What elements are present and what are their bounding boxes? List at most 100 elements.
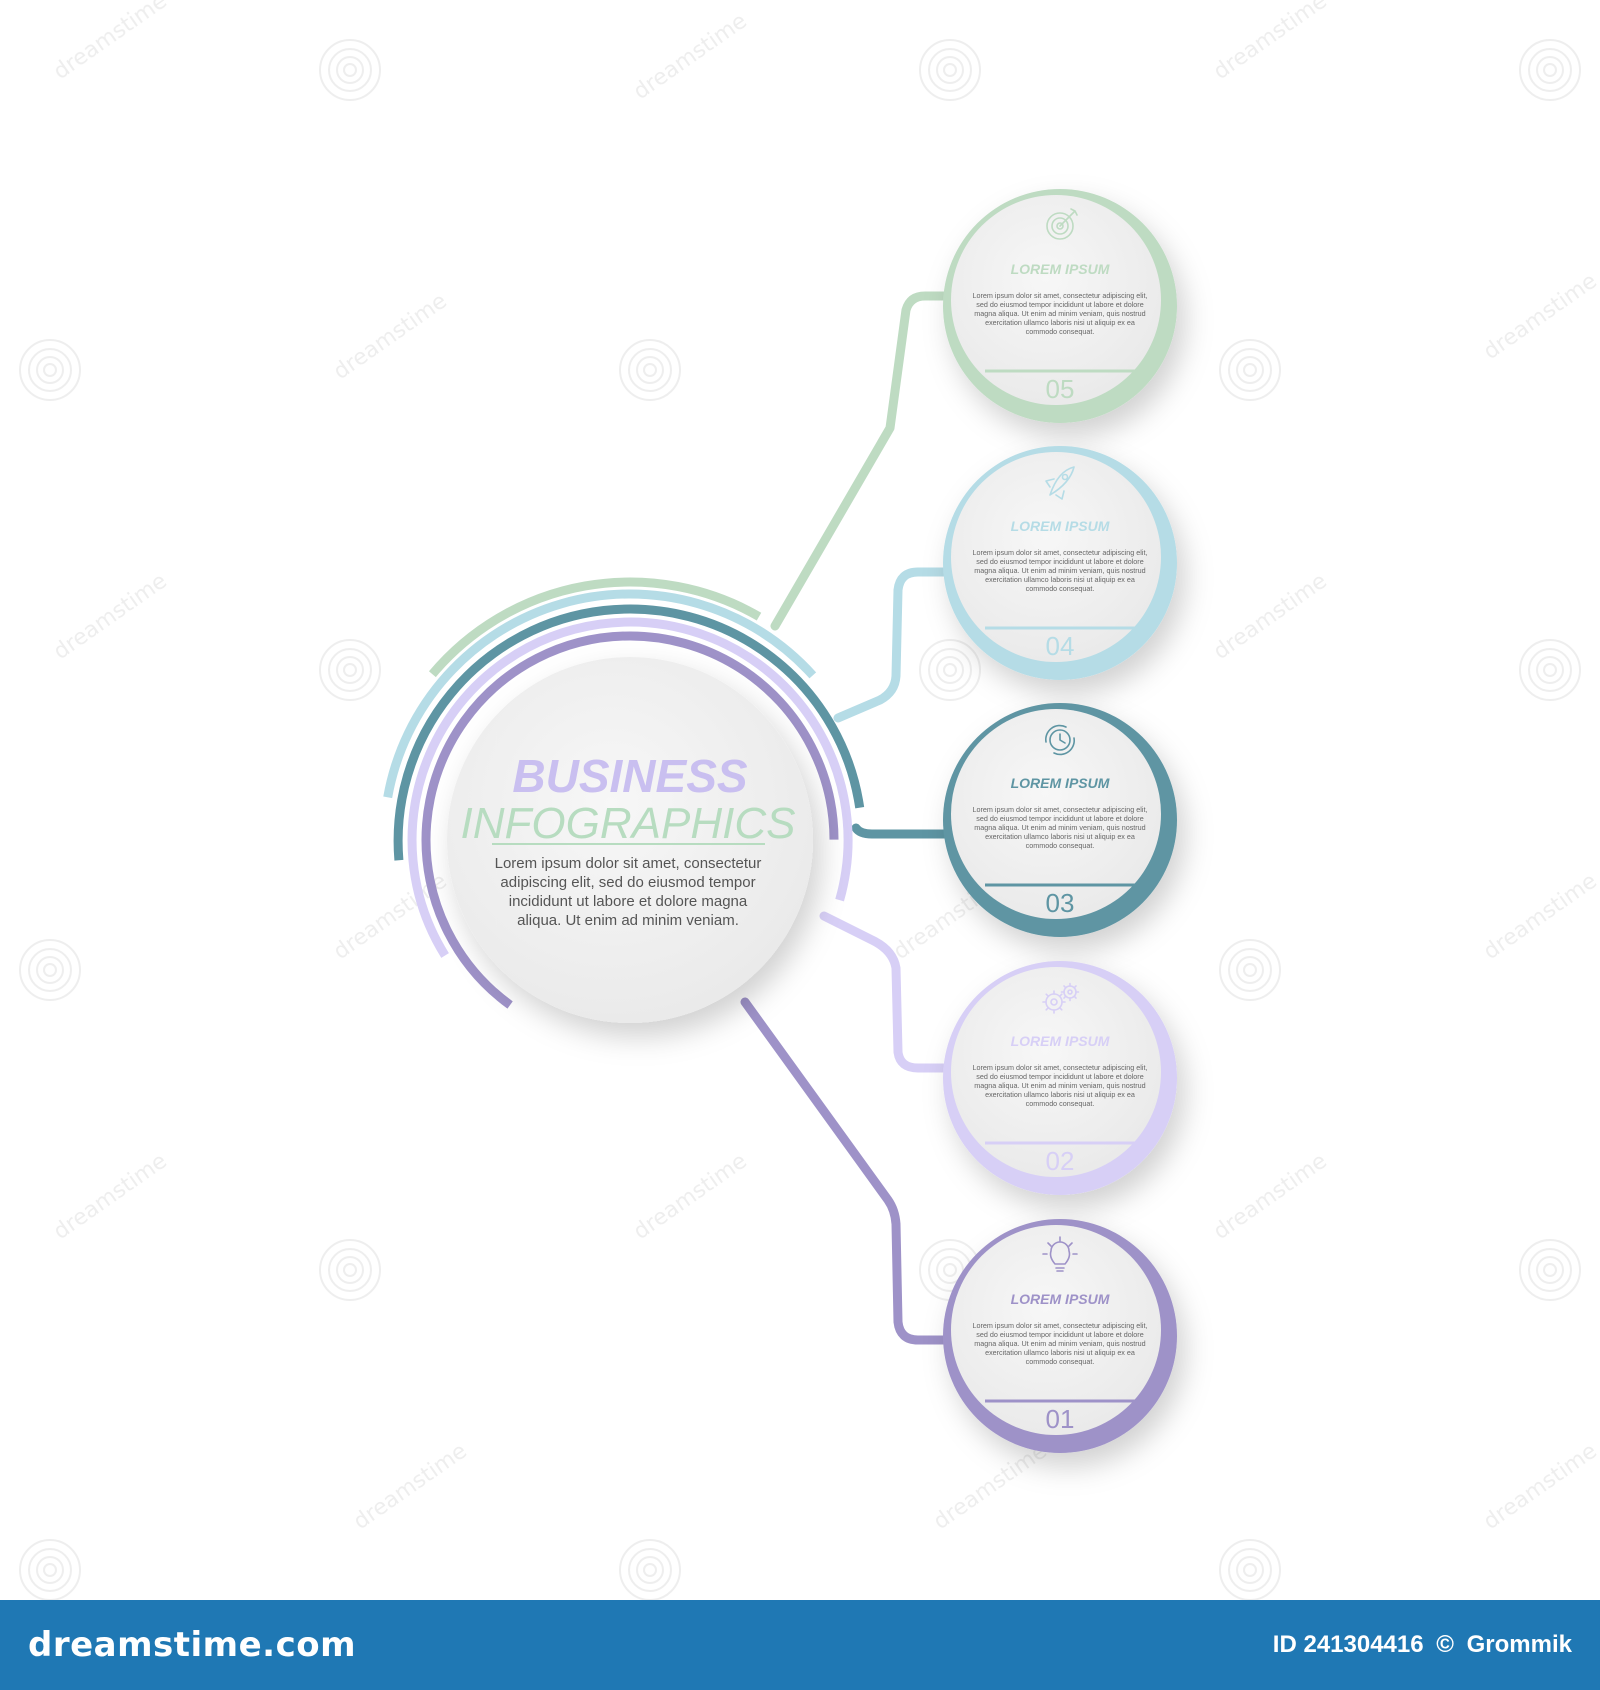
arc-04: [383, 589, 817, 799]
watermark-logo-icon: [1219, 939, 1281, 1001]
node-body-line: exercitation ullamco laboris nisi ut ali…: [985, 832, 1135, 841]
watermark-text: dreamstime: [49, 569, 172, 665]
node-body-line: Lorem ipsum dolor sit amet, consectetur …: [973, 1063, 1148, 1072]
node-body-line: Lorem ipsum dolor sit amet, consectetur …: [973, 291, 1148, 300]
main-body-line-2: adipiscing elit, sed do eiusmod tempor: [500, 874, 755, 891]
node-body-line: Lorem ipsum dolor sit amet, consectetur …: [973, 1321, 1148, 1330]
node-body-line: sed do eiusmod tempor incididunt ut labo…: [976, 557, 1143, 566]
main-title-line1: BUSINESS: [512, 750, 747, 802]
watermark-logo-icon: [319, 639, 381, 701]
main-circle: BUSINESS INFOGRAPHICS Lorem ipsum dolor …: [447, 657, 813, 1023]
watermark-logo-icon: [19, 939, 81, 1001]
watermark-text: dreamstime: [349, 1439, 472, 1535]
node-number: 03: [1046, 888, 1075, 918]
node-disc: [951, 195, 1161, 405]
watermark-logo-icon: [1219, 339, 1281, 401]
node-disc: [951, 967, 1161, 1177]
arc-03: [393, 604, 865, 861]
watermark-text: dreamstime: [629, 9, 752, 105]
node-title: LOREM IPSUM: [1011, 518, 1110, 534]
watermark-text: dreamstime: [329, 289, 452, 385]
node-body-line: magna aliqua. Ut enim ad minim veniam, q…: [974, 566, 1145, 575]
watermark-layer: dreamstime dreamstime dreamstime dreamstime…: [19, 0, 1600, 1600]
watermark-logo-icon: [19, 1539, 81, 1600]
node-body-line: exercitation ullamco laboris nisi ut ali…: [985, 1090, 1135, 1099]
node-05: LOREM IPSUM Lorem ipsum dolor sit amet, c…: [943, 189, 1177, 423]
target-icon: [1046, 208, 1078, 240]
watermark-text: dreamstime: [929, 1439, 1052, 1535]
arc-02: [407, 617, 853, 958]
connector-lines: [740, 291, 950, 1345]
node-body-line: commodo consequat.: [1026, 841, 1095, 850]
node-disc: [951, 452, 1161, 662]
node-body-line: Lorem ipsum dolor sit amet, consectetur …: [973, 548, 1148, 557]
node-body-line: magna aliqua. Ut enim ad minim veniam, q…: [974, 1081, 1145, 1090]
node-03: LOREM IPSUM Lorem ipsum dolor sit amet, c…: [943, 703, 1177, 937]
main-circle-arcs: [383, 577, 865, 1009]
watermark-logo-icon: [619, 339, 681, 401]
node-body-line: commodo consequat.: [1026, 1357, 1095, 1366]
watermark-logo-icon: [319, 39, 381, 101]
footer-bar: dreamstime.com ID 241304416 © Grommik: [0, 1600, 1600, 1690]
watermark-text: dreamstime: [1479, 869, 1600, 965]
connector-01: [740, 997, 950, 1345]
rocket-icon: [1045, 466, 1075, 500]
main-title-line2: INFOGRAPHICS: [461, 799, 796, 848]
connector-02: [819, 911, 950, 1073]
node-body-line: commodo consequat.: [1026, 327, 1095, 336]
watermark-text: dreamstime: [629, 1149, 752, 1245]
watermark-text: dreamstime: [49, 1149, 172, 1245]
connector-04: [833, 567, 950, 723]
watermark-text: dreamstime: [1209, 1149, 1332, 1245]
clock-icon: [1044, 724, 1076, 756]
main-body-line-1: Lorem ipsum dolor sit amet, consectetur: [495, 855, 762, 872]
node-body-line: magna aliqua. Ut enim ad minim veniam, q…: [974, 1339, 1145, 1348]
node-01: LOREM IPSUM Lorem ipsum dolor sit amet, c…: [943, 1219, 1177, 1453]
main-body-line-3: incididunt ut labore et dolore magna: [509, 893, 748, 910]
node-body-line: magna aliqua. Ut enim ad minim veniam, q…: [974, 309, 1145, 318]
watermark-logo-icon: [919, 39, 981, 101]
node-list: LOREM IPSUM Lorem ipsum dolor sit amet, c…: [943, 189, 1177, 1453]
arc-01: [421, 631, 839, 1009]
node-body-line: sed do eiusmod tempor incididunt ut labo…: [976, 1072, 1143, 1081]
main-disc: [447, 657, 813, 1023]
node-number: 01: [1046, 1404, 1075, 1434]
lightbulb-icon: [1042, 1236, 1078, 1272]
node-body-line: commodo consequat.: [1026, 1099, 1095, 1108]
node-body-line: Lorem ipsum dolor sit amet, consectetur …: [973, 805, 1148, 814]
watermark-logo-icon: [1219, 1539, 1281, 1600]
node-body-line: sed do eiusmod tempor incididunt ut labo…: [976, 814, 1143, 823]
footer-copyright-symbol: ©: [1436, 1631, 1454, 1658]
footer-author[interactable]: Grommik: [1466, 1631, 1572, 1658]
node-number: 04: [1046, 631, 1075, 661]
watermark-text: dreamstime: [1209, 0, 1332, 85]
watermark-logo-icon: [619, 1539, 681, 1600]
node-disc: [951, 1225, 1161, 1435]
node-title: LOREM IPSUM: [1011, 775, 1110, 791]
infographic-canvas: dreamstime dreamstime dreamstime dreamstime…: [19, 0, 1600, 1600]
watermark-logo-icon: [1519, 1239, 1581, 1301]
node-number: 05: [1046, 374, 1075, 404]
arc-05: [428, 577, 762, 678]
gears-icon: [1042, 982, 1080, 1014]
node-disc: [951, 709, 1161, 919]
watermark-text: dreamstime: [49, 0, 172, 85]
main-body-line-4: aliqua. Ut enim ad minim veniam.: [517, 912, 739, 929]
node-04: LOREM IPSUM Lorem ipsum dolor sit amet, c…: [943, 446, 1177, 680]
watermark-logo-icon: [319, 1239, 381, 1301]
node-title: LOREM IPSUM: [1011, 1291, 1110, 1307]
footer-credit: ID 241304416 © Grommik: [1267, 1631, 1572, 1659]
footer-brand: dreamstime.com: [28, 1625, 357, 1665]
connector-03: [851, 823, 950, 839]
watermark-logo-icon: [19, 339, 81, 401]
node-body-line: sed do eiusmod tempor incididunt ut labo…: [976, 300, 1143, 309]
node-title: LOREM IPSUM: [1011, 261, 1110, 277]
footer-image-id: ID 241304416: [1272, 1631, 1424, 1658]
node-body-line: exercitation ullamco laboris nisi ut ali…: [985, 1348, 1135, 1357]
watermark-logo-icon: [1519, 639, 1581, 701]
watermark-text: dreamstime: [1209, 569, 1332, 665]
node-number: 02: [1046, 1146, 1075, 1176]
connector-05: [770, 291, 950, 631]
node-body-line: sed do eiusmod tempor incididunt ut labo…: [976, 1330, 1143, 1339]
